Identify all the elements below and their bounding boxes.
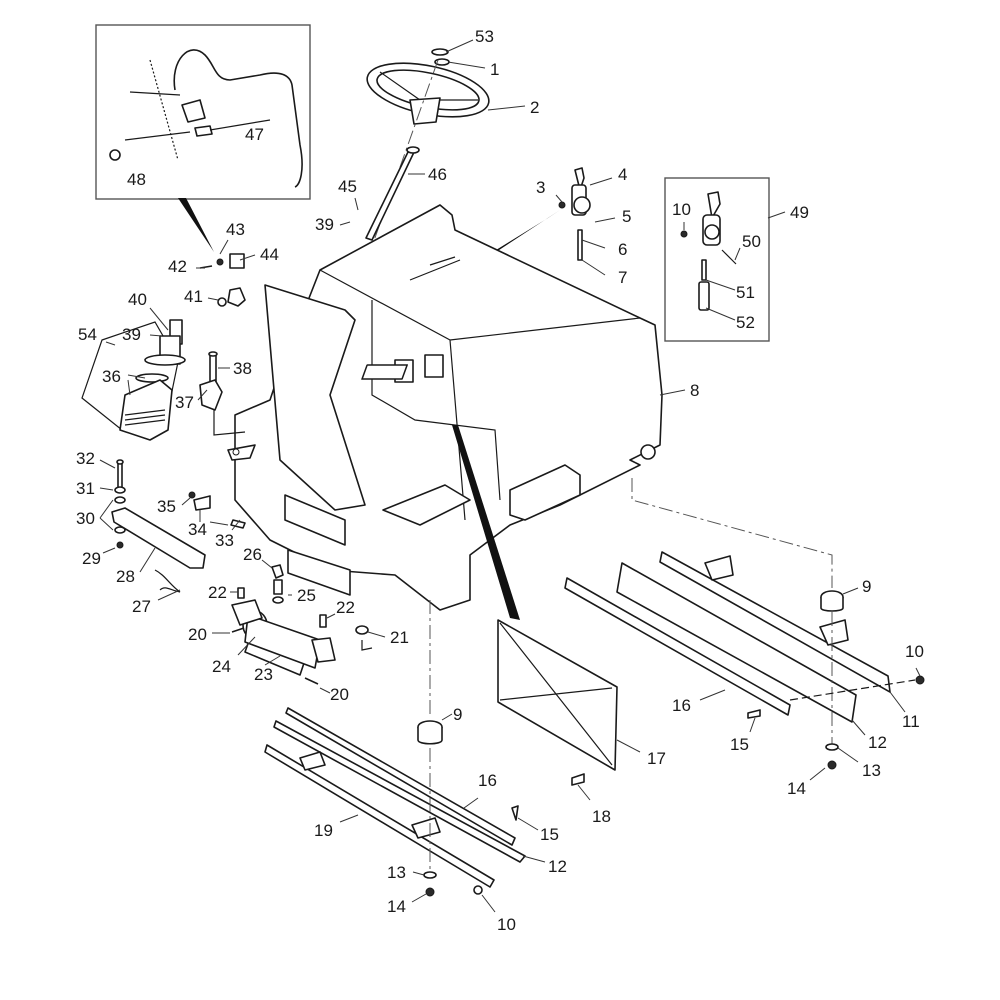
callout-25: 25 xyxy=(297,586,316,605)
callout-labels: 53 1 2 46 45 39 3 4 5 6 7 49 10 50 51 52… xyxy=(76,27,924,934)
callout-13-left: 13 xyxy=(387,863,406,882)
callout-3: 3 xyxy=(536,178,545,197)
callout-9-right: 9 xyxy=(862,577,871,596)
callout-10-right: 10 xyxy=(905,642,924,661)
callout-8: 8 xyxy=(690,381,699,400)
callout-9-left: 9 xyxy=(453,705,462,724)
callout-35: 35 xyxy=(157,497,176,516)
callout-14-right: 14 xyxy=(787,779,806,798)
callout-7: 7 xyxy=(618,268,627,287)
callout-14-left: 14 xyxy=(387,897,406,916)
callout-40: 40 xyxy=(128,290,147,309)
callout-39-top: 39 xyxy=(315,215,334,234)
callout-5: 5 xyxy=(622,207,631,226)
steering-arm-group xyxy=(111,459,246,593)
callout-31: 31 xyxy=(76,479,95,498)
callout-49: 49 xyxy=(790,203,809,222)
callout-4: 4 xyxy=(618,165,627,184)
callout-6: 6 xyxy=(618,240,627,259)
callout-45: 45 xyxy=(338,177,357,196)
callout-51: 51 xyxy=(736,283,755,302)
callout-20-left: 20 xyxy=(188,625,207,644)
callout-52: 52 xyxy=(736,313,755,332)
callout-27: 27 xyxy=(132,597,151,616)
callout-22-right: 22 xyxy=(336,598,355,617)
callout-53: 53 xyxy=(475,27,494,46)
cover-plate xyxy=(497,619,618,786)
right-rail-group xyxy=(564,478,925,770)
callout-10-left: 10 xyxy=(497,915,516,934)
callout-54: 54 xyxy=(78,325,97,344)
callout-1: 1 xyxy=(490,60,499,79)
callout-44: 44 xyxy=(260,245,279,264)
callout-19: 19 xyxy=(314,821,333,840)
callout-28: 28 xyxy=(116,567,135,586)
callout-21: 21 xyxy=(390,628,409,647)
callout-32: 32 xyxy=(76,449,95,468)
callout-16-right: 16 xyxy=(672,696,691,715)
callout-42: 42 xyxy=(168,257,187,276)
callout-33: 33 xyxy=(215,531,234,550)
callout-16-left: 16 xyxy=(478,771,497,790)
callout-13-right: 13 xyxy=(862,761,881,780)
callout-38: 38 xyxy=(233,359,252,378)
left-rail-group xyxy=(264,600,526,897)
callout-46: 46 xyxy=(428,165,447,184)
callout-48: 48 xyxy=(127,170,146,189)
callout-41: 41 xyxy=(184,287,203,306)
callout-2: 2 xyxy=(530,98,539,117)
callout-37: 37 xyxy=(175,393,194,412)
callout-26: 26 xyxy=(243,545,262,564)
callout-47: 47 xyxy=(245,125,264,144)
callout-11: 11 xyxy=(902,712,920,731)
cylinder-group xyxy=(231,564,373,685)
frame-body xyxy=(227,204,663,620)
callout-50: 50 xyxy=(742,232,761,251)
callout-22-left: 22 xyxy=(208,583,227,602)
callout-10-inset: 10 xyxy=(672,200,691,219)
callout-24: 24 xyxy=(212,657,231,676)
callout-20-bottom: 20 xyxy=(330,685,349,704)
inset-ignition-harness xyxy=(95,24,311,252)
callout-43: 43 xyxy=(226,220,245,239)
steering-wheel xyxy=(359,48,490,281)
inset-lever-assembly xyxy=(664,177,770,342)
callout-36: 36 xyxy=(102,367,121,386)
callout-30: 30 xyxy=(76,509,95,528)
callout-39-valve: 39 xyxy=(122,325,141,344)
steering-valve-group xyxy=(81,253,246,441)
callout-12-left: 12 xyxy=(548,857,567,876)
callout-17: 17 xyxy=(647,749,666,768)
callout-29: 29 xyxy=(82,549,101,568)
callout-34: 34 xyxy=(188,520,207,539)
callout-15-left: 15 xyxy=(540,825,559,844)
leader-lines xyxy=(99,39,921,913)
callout-12-right: 12 xyxy=(868,733,887,752)
callout-15-right: 15 xyxy=(730,735,749,754)
callout-18: 18 xyxy=(592,807,611,826)
callout-23: 23 xyxy=(254,665,273,684)
